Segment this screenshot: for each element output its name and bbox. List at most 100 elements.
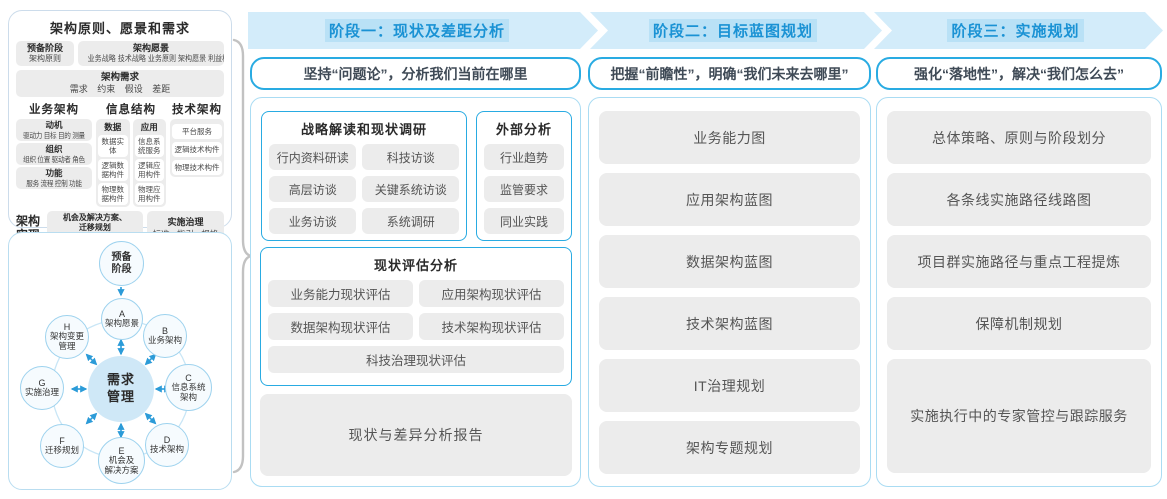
implementation-governance-title: 实施治理 [167, 217, 204, 228]
adm-node-h: H 架构变更 管理 [45, 315, 89, 359]
external-analysis-title: 外部分析 [495, 122, 552, 137]
phase2-item: 应用架构蓝图 [599, 173, 860, 226]
data-subcolumn-title: 数据 [104, 122, 122, 133]
motivation-box: 动机 驱动力 目标 目的 测量 [16, 119, 92, 142]
adm-node-a: A 架构愿景 [101, 298, 143, 340]
current-state-assessment-box: 现状评估分析 业务能力现状评估 应用架构现状评估 数据架构现状评估 技术架构现状… [260, 247, 572, 386]
technology-item: 平台服务 [172, 124, 222, 140]
assessment-item: 技术架构现状评估 [419, 313, 564, 340]
technology-item: 物理技术构件 [172, 160, 222, 176]
phase3-item: 总体策略、原则与阶段划分 [887, 111, 1151, 164]
current-state-assessment-title: 现状评估分析 [373, 258, 458, 273]
application-item: 物理应用构件 [134, 183, 164, 206]
phase2-item: 架构专题规划 [599, 421, 860, 474]
function-title: 功能 [45, 168, 63, 179]
phase3-item: 实施执行中的专家管控与跟踪服务 [887, 359, 1151, 473]
prep-stage-title: 预备阶段 [26, 43, 63, 53]
phase2-item: 技术架构蓝图 [599, 297, 860, 350]
strategy-item: 行内资料研读 [269, 144, 357, 170]
strategy-item: 系统调研 [362, 208, 459, 234]
data-item: 物理数据构件 [98, 183, 128, 206]
adm-node-prep-label: 预备 阶段 [111, 252, 132, 275]
framework-middle-row: 业务架构 动机 驱动力 目标 目的 测量 组织 组织 位置 驱动者 角色 功能 … [16, 101, 224, 208]
data-subcolumn: 数据 数据实体 逻辑数据构件 物理数据构件 [96, 119, 130, 208]
data-item: 数据实体 [98, 135, 128, 158]
phase3-item: 各条线实施路径线路图 [887, 173, 1151, 226]
phase2-slogan: 把握“前瞻性”，明确“我们未来去哪里” [588, 57, 871, 90]
architecture-requirements-items: 需求 约束 假设 差距 [69, 84, 171, 95]
technical-architecture-title: 技术架构 [172, 104, 222, 117]
technology-item: 逻辑技术构件 [172, 142, 222, 158]
phase3-item: 项目群实施路径与重点工程提炼 [887, 235, 1151, 288]
phase1-header: 阶段一：现状及差距分析 [325, 19, 509, 42]
adm-node-prep: 预备 阶段 [99, 241, 144, 286]
organization-items: 组织 位置 驱动者 角色 [23, 155, 85, 164]
strategy-research-title: 战略解读和现状调研 [300, 122, 427, 137]
framework-row-top: 预备阶段 架构原则 架构愿景 业务战略 技术战略 业务原则 架构愿景 利益相关者 [16, 41, 224, 67]
framework-title: 架构原则、愿景和需求 [49, 21, 190, 36]
architecture-vision-box: 架构愿景 业务战略 技术战略 业务原则 架构愿景 利益相关者 [78, 41, 224, 67]
strategy-item: 高层访谈 [269, 176, 357, 202]
application-subcolumn: 应用 信息系统服务 逻辑应用构件 物理应用构件 [132, 119, 166, 208]
application-subcolumn-title: 应用 [140, 122, 158, 133]
phase2-content-panel: 业务能力图 应用架构蓝图 数据架构蓝图 技术架构蓝图 IT治理规划 架构专题规划 [588, 97, 871, 487]
business-architecture-title: 业务架构 [29, 104, 79, 117]
adm-node-c: C 信息系统 架构 [165, 364, 212, 411]
adm-node-b: B 业务架构 [143, 314, 187, 358]
business-architecture-column: 业务架构 动机 驱动力 目标 目的 测量 组织 组织 位置 驱动者 角色 功能 … [16, 101, 92, 207]
architecture-requirements-title: 架构需求 [100, 72, 139, 84]
phase2-header: 阶段二：目标蓝图规划 [649, 19, 817, 42]
function-box: 功能 服务 流程 控制 功能 [16, 167, 92, 190]
phase3-header: 阶段三：实施规划 [947, 19, 1083, 42]
phase3-content-panel: 总体策略、原则与阶段划分 各条线实施路径线路图 项目群实施路径与重点工程提炼 保… [876, 97, 1162, 487]
adm-node-f: F 迁移规划 [40, 424, 84, 468]
motivation-items: 驱动力 目标 目的 测量 [23, 131, 85, 140]
information-structure-column: 信息结构 数据 数据实体 逻辑数据构件 物理数据构件 应用 信息系统服务 逻辑应… [96, 101, 166, 208]
adm-node-e: E 机会及 解决方案 [98, 437, 145, 484]
framework-panel: 架构原则、愿景和需求 预备阶段 架构原则 架构愿景 业务战略 技术战略 业务原则… [8, 10, 232, 246]
motivation-title: 动机 [45, 120, 63, 131]
phase2-item: 数据架构蓝图 [599, 235, 860, 288]
phase3-slogan: 强化“落地性”，解决“我们怎么去” [876, 57, 1162, 90]
prep-stage-sub: 架构原则 [29, 54, 61, 64]
technical-architecture-column: 技术架构 平台服务 逻辑技术构件 物理技术构件 [170, 101, 224, 207]
assessment-item: 业务能力现状评估 [268, 280, 413, 307]
phase1-content-panel: 战略解读和现状调研 行内资料研读 科技访谈 高层访谈 关键系统访谈 业务访谈 系… [250, 97, 581, 487]
external-analysis-box: 外部分析 行业趋势 监管要求 同业实践 [476, 111, 572, 241]
opportunities-line2: 迁移规划 [78, 223, 111, 233]
gap-analysis-report-box: 现状与差异分析报告 [260, 394, 572, 476]
application-item: 逻辑应用构件 [134, 159, 164, 182]
organization-title: 组织 [45, 144, 63, 155]
phase2-item: 业务能力图 [599, 111, 860, 164]
external-item: 监管要求 [484, 176, 564, 202]
strategy-item: 业务访谈 [269, 208, 357, 234]
external-item: 行业趋势 [484, 144, 564, 170]
organization-box: 组织 组织 位置 驱动者 角色 [16, 143, 92, 166]
strategy-item: 科技访谈 [362, 144, 459, 170]
phase2-item: IT治理规划 [599, 359, 860, 412]
adm-cycle-panel: 预备 阶段 A 架构愿景 B 业务架构 C 信息系统 架构 D 技术架构 E 机… [8, 232, 232, 490]
architecture-vision-title: 架构愿景 [132, 43, 169, 53]
phase1-slogan: 坚持“问题论”，分析我们当前在哪里 [250, 57, 581, 90]
phase3-item: 保障机制规划 [887, 297, 1151, 350]
architecture-vision-items: 业务战略 技术战略 业务原则 架构愿景 利益相关者 [87, 54, 224, 64]
architecture-requirements-box: 架构需求 需求 约束 假设 差距 [16, 70, 224, 98]
application-item: 信息系统服务 [134, 135, 164, 158]
information-structure-title: 信息结构 [106, 104, 156, 117]
strategy-research-box: 战略解读和现状调研 行内资料研读 科技访谈 高层访谈 关键系统访谈 业务访谈 系… [261, 111, 467, 241]
phase3-header-band: 阶段三：实施规划 [874, 12, 1163, 49]
adm-node-g: G 实施治理 [20, 366, 64, 410]
strategy-item: 关键系统访谈 [362, 176, 459, 202]
adm-node-d: D 技术架构 [145, 423, 189, 467]
data-item: 逻辑数据构件 [98, 159, 128, 182]
phase1-header-band: 阶段一：现状及差距分析 [248, 12, 598, 49]
assessment-item: 科技治理现状评估 [268, 346, 564, 373]
assessment-item: 数据架构现状评估 [268, 313, 413, 340]
phase2-header-band: 阶段二：目标蓝图规划 [590, 12, 882, 49]
prep-stage-box: 预备阶段 架构原则 [16, 41, 74, 67]
external-item: 同业实践 [484, 208, 564, 234]
adm-center-requirements-management: 需求 管理 [88, 356, 154, 422]
assessment-item: 应用架构现状评估 [419, 280, 564, 307]
opportunities-line1: 机会及解决方案、 [62, 213, 127, 223]
